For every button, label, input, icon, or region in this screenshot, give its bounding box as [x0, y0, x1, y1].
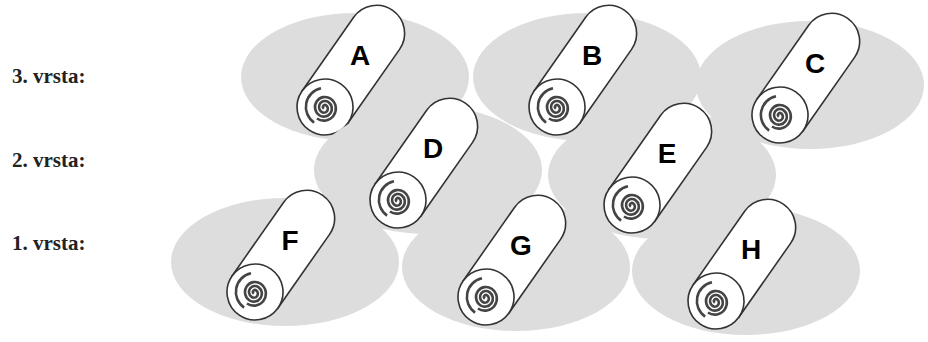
log-letter: H	[741, 236, 761, 264]
log-drawing	[216, 179, 346, 331]
row-label: 1. vrsta:	[12, 233, 85, 254]
log-drawing	[677, 188, 807, 340]
log-node: H	[632, 207, 860, 335]
log-drawing	[447, 184, 577, 336]
log-illustration	[171, 198, 399, 326]
log-letter: B	[582, 42, 602, 70]
log-letter: D	[423, 135, 443, 163]
log-letter: A	[350, 42, 370, 70]
log-letter: C	[805, 50, 825, 78]
log-illustration	[632, 207, 860, 335]
log-node: G	[402, 203, 630, 331]
log-illustration	[402, 203, 630, 331]
row-label: 3. vrsta:	[12, 66, 85, 87]
log-letter: G	[510, 232, 532, 260]
log-letter: F	[281, 227, 298, 255]
row-label: 2. vrsta:	[12, 150, 85, 171]
log-node: F	[171, 198, 399, 326]
log-drawing	[741, 2, 871, 154]
log-letter: E	[658, 140, 677, 168]
